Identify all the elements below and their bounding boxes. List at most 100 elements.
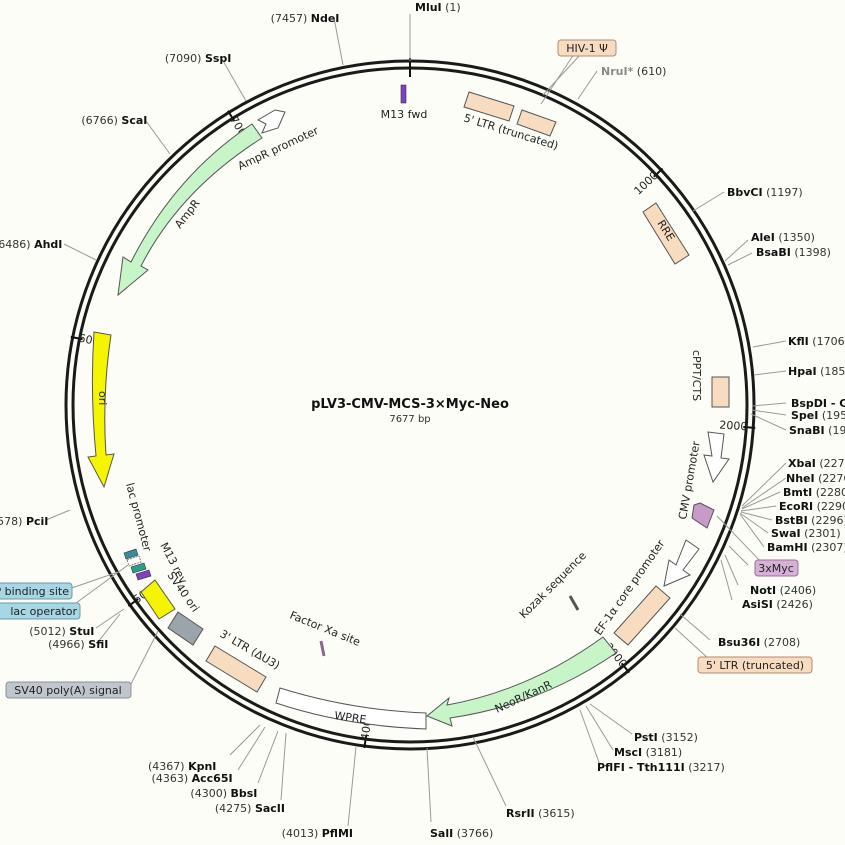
enzyme-label-pflfi-tth111i[interactable]: PflFI - Tth111I (3217) — [597, 761, 725, 774]
enzyme-name: Bsu36I — [718, 636, 760, 649]
enzyme-position: (2290) — [813, 500, 845, 513]
enzyme-position: (2301) — [801, 527, 841, 540]
enzyme-name: NotI — [750, 584, 776, 597]
enzyme-position: (5012) — [29, 625, 69, 638]
enzyme-position: (3615) — [535, 807, 575, 820]
feature-5ltr-lower[interactable] — [613, 585, 671, 646]
enzyme-label-kfli[interactable]: KflI (1706) — [788, 335, 845, 348]
box-3xmyc[interactable]: 3xMyc — [754, 559, 799, 577]
enzyme-name: AleI — [751, 231, 775, 244]
enzyme-label-scai[interactable]: (6766) ScaI — [81, 114, 147, 127]
enzyme-label-nhei[interactable]: NheI (2276) — [786, 472, 845, 485]
feature-wpre[interactable]: WPRE — [275, 687, 427, 730]
feature-rre[interactable]: RRE — [642, 202, 690, 265]
enzyme-label-nrui-[interactable]: NruI* (610) — [601, 65, 666, 78]
enzyme-label-ecori[interactable]: EcoRI (2290) — [779, 500, 845, 513]
enzyme-leaders — [45, 14, 787, 827]
enzyme-label-hpai[interactable]: HpaI (1850) — [788, 365, 845, 378]
enzyme-label-noti[interactable]: NotI (2406) — [750, 584, 816, 597]
feature-cppt[interactable]: cPPT/CTS — [690, 350, 730, 408]
box-5ltr-truncated[interactable]: 5' LTR (truncated) — [697, 656, 813, 674]
enzyme-name: BamHI — [767, 541, 808, 554]
enzyme-position: (1350) — [775, 231, 815, 244]
enzyme-name: BspDI - ClaI — [791, 397, 845, 410]
enzyme-label-kpni[interactable]: (4367) KpnI — [148, 760, 216, 773]
enzyme-label-acc65i[interactable]: (4363) Acc65I — [152, 772, 233, 785]
box-cap-label: CAP binding site — [0, 585, 69, 598]
enzyme-position: (7090) — [165, 52, 205, 65]
enzyme-name: MscI — [614, 746, 642, 759]
label-m13-fwd: M13 fwd — [381, 108, 428, 121]
enzyme-position: (1850) — [817, 365, 845, 378]
enzyme-label-bsu36i[interactable]: Bsu36I (2708) — [718, 636, 800, 649]
enzyme-name: SspI — [205, 52, 231, 65]
enzyme-label-bstbi[interactable]: BstBI (2296) — [775, 514, 845, 527]
feature-neor[interactable]: NeoR/KanR — [426, 636, 617, 727]
feature-factor-xa[interactable]: Factor Xa site — [288, 609, 362, 657]
enzyme-label-bamhi[interactable]: BamHI (2307) — [767, 541, 845, 554]
enzyme-label-sfii[interactable]: (4966) SfiI — [48, 638, 108, 651]
enzyme-label-asisi[interactable]: AsiSI (2426) — [742, 598, 813, 611]
enzyme-name: Acc65I — [192, 772, 233, 785]
enzyme-position: (610) — [633, 65, 666, 78]
enzyme-name: SwaI — [771, 527, 801, 540]
enzyme-name: SacII — [255, 802, 285, 815]
enzyme-label-bmti[interactable]: BmtI (2280) — [783, 486, 845, 499]
enzyme-name: SalI — [430, 827, 453, 840]
enzyme-label-bspdi-clai[interactable]: BspDI - ClaI (1931) — [791, 397, 845, 410]
enzyme-position: (4275) — [215, 802, 255, 815]
enzyme-label-bbsi[interactable]: (4300) BbsI — [190, 787, 257, 800]
enzyme-label-sali[interactable]: SalI (3766) — [430, 827, 493, 840]
enzyme-label-ndei[interactable]: (7457) NdeI — [271, 12, 340, 25]
feature-ori[interactable]: ori — [87, 331, 115, 489]
enzyme-name: BmtI — [783, 486, 812, 499]
feature-5ltr-truncated[interactable]: 5' LTR (truncated) — [462, 91, 560, 153]
enzyme-label-msci[interactable]: MscI (3181) — [614, 746, 682, 759]
enzyme-position: (2406) — [776, 584, 816, 597]
enzyme-name: SfiI — [88, 638, 108, 651]
enzyme-label-snabi[interactable]: SnaBI (1990) — [789, 424, 845, 437]
box-cap-binding[interactable]: CAP binding site — [0, 582, 73, 600]
enzyme-label-psti[interactable]: PstI (3152) — [634, 731, 698, 744]
enzyme-label-pcii[interactable]: (5578) PciI — [0, 515, 48, 528]
enzyme-label-ahdi[interactable]: (6486) AhdI — [0, 238, 62, 251]
box-5ltr-label: 5' LTR (truncated) — [706, 659, 804, 672]
feature-sv40-ori[interactable]: SV40 ori — [140, 569, 202, 620]
box-sv40-polya[interactable]: SV40 poly(A) signal — [5, 681, 132, 699]
enzyme-position: (4367) — [148, 760, 188, 773]
enzyme-name: NruI* — [601, 65, 634, 78]
enzyme-name: HpaI — [788, 365, 817, 378]
enzyme-label-bsabi[interactable]: BsaBI (1398) — [756, 246, 831, 259]
tick-5000 — [127, 598, 139, 607]
enzyme-name: BstBI — [775, 514, 808, 527]
enzyme-label-spei[interactable]: SpeI (1950) — [791, 409, 845, 422]
enzyme-label-bbvci[interactable]: BbvCI (1197) — [727, 186, 803, 199]
enzyme-label-alei[interactable]: AleI (1350) — [751, 231, 815, 244]
enzyme-label-stui[interactable]: (5012) StuI — [29, 625, 94, 638]
enzyme-position: (2280) — [812, 486, 845, 499]
enzyme-position: (2276) — [815, 472, 845, 485]
feature-lac-cluster[interactable] — [123, 548, 152, 581]
enzyme-name: AhdI — [34, 238, 62, 251]
box-lac-operator[interactable]: lac operator — [0, 602, 81, 620]
enzyme-label-xbai[interactable]: XbaI (2270) — [788, 457, 845, 470]
enzyme-name: SnaBI — [789, 424, 825, 437]
feature-3xmyc[interactable] — [691, 502, 715, 529]
enzyme-label-sspi[interactable]: (7090) SspI — [165, 52, 232, 65]
plasmid-name: pLV3-CMV-MCS-3×Myc-Neo — [311, 397, 509, 412]
enzyme-label-sacii[interactable]: (4275) SacII — [215, 802, 285, 815]
enzyme-position: (6766) — [81, 114, 121, 127]
feature-m13-fwd[interactable]: M13 fwd — [381, 84, 428, 121]
feature-sv40-polya[interactable] — [167, 611, 204, 646]
enzyme-label-mlui[interactable]: MluI (1) — [415, 1, 461, 14]
enzyme-position: (3181) — [642, 746, 682, 759]
enzyme-position: (4300) — [190, 787, 230, 800]
enzyme-label-rsrii[interactable]: RsrII (3615) — [506, 807, 575, 820]
enzyme-label-pflmi[interactable]: (4013) PflMI — [282, 827, 353, 840]
feature-kozak[interactable]: Kozak sequence — [517, 549, 589, 621]
box-hiv1-psi[interactable]: HIV-1 Ψ — [557, 39, 617, 57]
enzyme-label-swai[interactable]: SwaI (2301) — [771, 527, 841, 540]
enzyme-name: AsiSI — [742, 598, 773, 611]
